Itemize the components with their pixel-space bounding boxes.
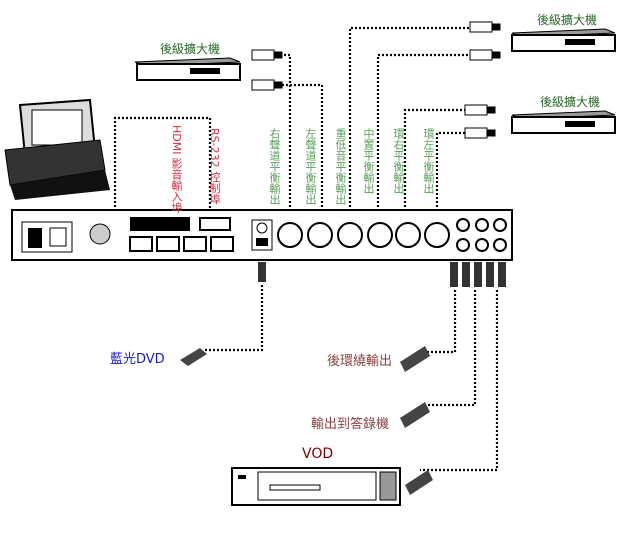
bluray-label: 藍光DVD [110,352,165,367]
recorder-label: 輸出到答錄機 [311,417,390,432]
output-label-surround-left: 環左平衡輸出 [422,128,435,194]
output-label-right: 右聲道平衡輸出 [268,128,281,205]
amplifier-label: 後級擴大機 [540,95,601,109]
rear-surround-label: 後環繞輸出 [327,354,393,369]
amplifier-icon [511,28,616,52]
amplifier-label: 後級擴大機 [537,13,598,27]
vod-player-icon [231,467,401,506]
amplifier-label: 後級擴大機 [160,42,221,56]
rs232-label: RS-232 控制埠 [208,128,221,205]
hdmi-input-label: HDMI 影音輸入埠 [170,125,183,213]
output-label-subwoofer: 重低音平衡輸出 [334,128,347,205]
processor-rear-panel [11,209,513,261]
vod-label: VOD [302,446,334,462]
amplifier-icon [134,57,241,81]
rca-connector-icon [180,346,433,495]
computer-icon [4,98,110,200]
output-label-left: 左聲道平衡輸出 [304,128,317,205]
output-label-center: 中置平衡輸出 [362,128,375,194]
xlr-connector-icon [251,21,501,139]
rca-plug-icon [258,262,506,287]
output-label-surround-right: 環右平衡輸出 [392,128,405,194]
amplifier-icon [511,110,616,134]
